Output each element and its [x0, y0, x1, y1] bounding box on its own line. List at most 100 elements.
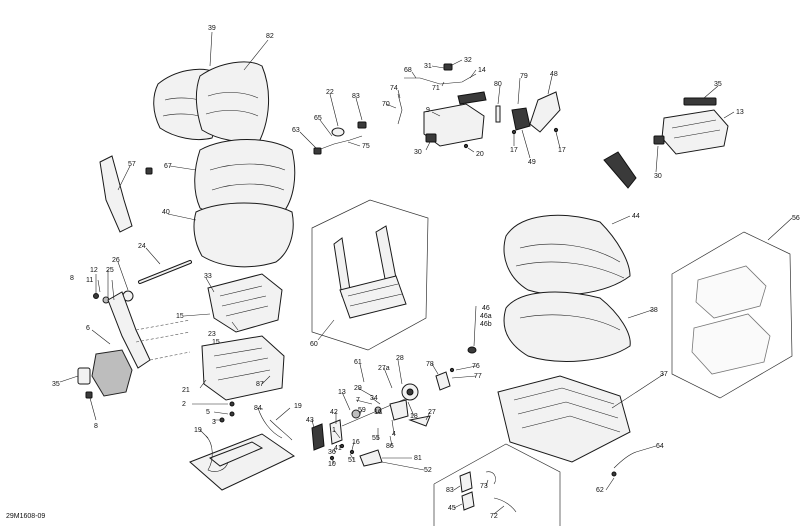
- switch-30: [425, 133, 437, 143]
- tread-blocks: [209, 441, 264, 467]
- callout-55: 55: [372, 435, 380, 442]
- callout-77: 77: [474, 373, 482, 380]
- callout-64: 64: [656, 443, 664, 450]
- oring-65: [331, 127, 345, 137]
- callout-83-bottom: 83: [446, 487, 454, 494]
- bolt-8-top: [93, 293, 99, 299]
- inset-bottom-parts: [459, 471, 517, 513]
- lever-52: [359, 449, 383, 467]
- connector-83: [357, 121, 367, 129]
- recliner-assembly: [341, 383, 419, 427]
- arm-48: [529, 91, 561, 133]
- callout-35-left: 35: [52, 381, 60, 388]
- callout-5: 5: [206, 409, 210, 416]
- strap-19: [269, 419, 293, 441]
- callout-30-right: 30: [654, 173, 662, 180]
- floor-panel: [189, 433, 295, 491]
- callout-76: 76: [472, 363, 480, 370]
- callout-15-a: 15: [176, 313, 184, 320]
- seat-base-40: [193, 202, 294, 268]
- callout-20: 20: [476, 151, 484, 158]
- side-cover: [91, 349, 133, 397]
- callout-83-top: 83: [352, 93, 360, 100]
- callout-48: 48: [550, 71, 558, 78]
- link-78: [435, 371, 451, 391]
- bracket-43: [311, 423, 325, 451]
- callout-17-left: 17: [510, 147, 518, 154]
- clip-46: [467, 346, 477, 354]
- callout-23: 23: [208, 331, 216, 338]
- callout-19-right: 19: [294, 403, 302, 410]
- backrest-frame-82: [195, 61, 270, 143]
- callout-31: 31: [424, 63, 432, 70]
- callout-17-right: 17: [558, 147, 566, 154]
- strap-84: [257, 407, 283, 439]
- callout-21: 21: [182, 387, 190, 394]
- clip-small: [145, 167, 153, 175]
- side-bracket-57: [99, 155, 133, 233]
- connector-63: [313, 147, 322, 155]
- callout-18: 18: [410, 413, 418, 420]
- callout-51: 51: [348, 457, 356, 464]
- callout-24: 24: [138, 243, 146, 250]
- callout-61: 61: [354, 359, 362, 366]
- harness-68: [404, 73, 477, 85]
- callout-34: 34: [370, 395, 378, 402]
- bolt-62: [611, 471, 617, 477]
- callout-27: 27: [428, 409, 436, 416]
- callout-44: 44: [632, 213, 640, 220]
- callout-8-bottom: 8: [94, 423, 98, 430]
- cable-74: [397, 93, 403, 125]
- callout-36: 36: [328, 449, 336, 456]
- strap-loop-19: [205, 435, 229, 472]
- callout-25: 25: [106, 267, 114, 274]
- callout-16-bottom: 16: [352, 439, 360, 446]
- callout-19-left: 19: [194, 427, 202, 434]
- callout-84: 84: [254, 405, 262, 412]
- callout-73: 73: [480, 483, 488, 490]
- callout-86: 86: [386, 443, 394, 450]
- screw-17-right: [553, 127, 559, 133]
- callout-52: 52: [424, 467, 432, 474]
- pad-35: [683, 97, 717, 106]
- callout-22: 22: [326, 89, 334, 96]
- callout-80: 80: [494, 81, 502, 88]
- callout-7: 7: [356, 397, 360, 404]
- upper-frame-33: [207, 273, 283, 333]
- callout-33: 33: [204, 273, 212, 280]
- callout-leaders: [59, 31, 793, 515]
- screw-17-left: [511, 129, 517, 135]
- callout-75: 75: [362, 143, 370, 150]
- seat-cover-44: [503, 214, 631, 296]
- callout-13-center: 13: [338, 389, 346, 396]
- callout-28: 28: [396, 355, 404, 362]
- bracket-9: [423, 91, 487, 147]
- seat-foam-38: [503, 291, 631, 362]
- callout-87: 87: [256, 381, 264, 388]
- callout-14: 14: [478, 67, 486, 74]
- callout-63: 63: [292, 127, 300, 134]
- bolt-8-bottom: [85, 391, 93, 399]
- callout-78: 78: [426, 361, 434, 368]
- callout-45: 45: [448, 505, 456, 512]
- callout-13-right: 13: [736, 109, 744, 116]
- callout-37: 37: [660, 371, 668, 378]
- callout-8-top: 8: [70, 275, 74, 282]
- callout-9: 9: [426, 107, 430, 114]
- bracket-42: [329, 419, 343, 445]
- callout-62: 62: [596, 487, 604, 494]
- callout-65: 65: [314, 115, 322, 122]
- inset-frame-60: [311, 199, 429, 351]
- callout-67: 67: [164, 163, 172, 170]
- callout-32: 32: [464, 57, 472, 64]
- plate-80: [495, 105, 501, 123]
- inset-frame-56: [671, 231, 793, 399]
- handle-27: [408, 415, 431, 427]
- callout-11: 11: [86, 277, 93, 284]
- callout-81: 81: [414, 455, 422, 462]
- diagram-code: 29M1608-09: [6, 513, 46, 520]
- callout-38: 38: [650, 307, 658, 314]
- callout-numbers: 39 82 67 40 57 24 26 8 12 11 25 33 15 23…: [52, 25, 800, 520]
